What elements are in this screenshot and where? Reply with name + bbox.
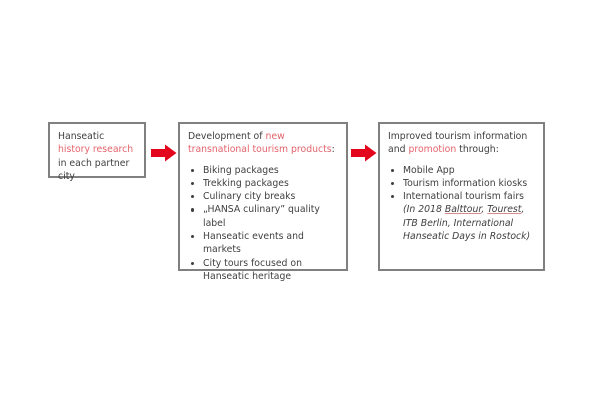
arrow-box1-to-box2 [151, 144, 177, 162]
list-item-label: Tourism information kiosks [403, 177, 528, 189]
flow-box-hanseatic-history-research: Hanseatic history research in each partn… [48, 122, 146, 182]
right-arrow-icon [351, 144, 377, 162]
list-item: Tourism information kiosks [388, 177, 537, 190]
box-heading: Hanseatic history research in each partn… [58, 130, 136, 183]
list-item-label: Mobile App [403, 164, 455, 176]
heading-segment-accent: new transnational tourism products [188, 131, 332, 156]
bullet-dot-icon [391, 195, 395, 199]
flow-box-development-of-new-products: Development of new transnational tourism… [178, 122, 348, 282]
bullet-dot-icon [191, 168, 195, 172]
list-item: Hanseatic events and markets [188, 230, 340, 257]
flow-box-improved-tourism-information: Improved tourism information and promoti… [378, 122, 545, 271]
heading-segment-plain: Hanseatic [58, 131, 105, 142]
bullet-dot-icon [191, 195, 195, 199]
heading-segment-plain: Development of [188, 131, 266, 142]
list-item: Mobile App [388, 164, 537, 177]
list-item: „HANSA culinary” quality label [188, 203, 340, 230]
heading-segment-accent: promotion [408, 144, 457, 156]
list-item: International tourism fairs(In 2018 Balt… [388, 190, 537, 243]
list-item-sub-note: (In 2018 Balttour, Tourest, ITB Berlin, … [403, 203, 537, 243]
list-item-label: Culinary city breaks [203, 191, 296, 203]
heading-segment-accent: history research [58, 144, 134, 156]
bullet-list: Biking packages Trekking packages Culina… [188, 164, 340, 284]
sub-note-separator: , [481, 204, 488, 216]
sub-note-suffix: , ITB Berlin, International Hanseatic Da… [403, 204, 531, 243]
heading-segment-plain: Improved tourism information and [388, 131, 528, 156]
heading-segment-plain-2: : [331, 144, 335, 156]
bullet-dot-icon [391, 168, 395, 172]
list-item-label: Trekking packages [203, 177, 289, 189]
sub-note-fair-tourest: Tourest [487, 204, 522, 216]
box-heading: Improved tourism information and promoti… [388, 130, 537, 157]
bullet-dot-icon [191, 208, 195, 212]
list-item: City tours focused on Hanseatic heritage [188, 257, 340, 284]
list-item-label: Biking packages [203, 164, 279, 176]
list-item-label: „HANSA culinary” quality label [203, 204, 320, 229]
list-item: Trekking packages [188, 177, 340, 190]
list-item-label: International tourism fairs [403, 191, 524, 203]
bullet-dot-icon [191, 235, 195, 239]
list-item: Biking packages [188, 164, 340, 177]
list-item-label: Hanseatic events and markets [203, 231, 304, 256]
heading-segment-plain-2: in each partner city [58, 157, 130, 182]
bullet-dot-icon [391, 181, 395, 186]
bullet-dot-icon [191, 261, 195, 265]
heading-segment-plain-2: through: [456, 144, 499, 156]
right-arrow-icon [151, 144, 177, 162]
bullet-list: Mobile App Tourism information kiosks In… [388, 164, 537, 244]
box-heading: Development of new transnational tourism… [188, 130, 340, 157]
bullet-dot-icon [191, 181, 195, 186]
list-item: Culinary city breaks [188, 190, 340, 203]
sub-note-prefix: (In 2018 [403, 204, 445, 216]
sub-note-fair-balttour: Balttour [444, 204, 482, 216]
arrow-box2-to-box3 [351, 144, 377, 162]
list-item-label: City tours focused on Hanseatic heritage [203, 257, 302, 282]
